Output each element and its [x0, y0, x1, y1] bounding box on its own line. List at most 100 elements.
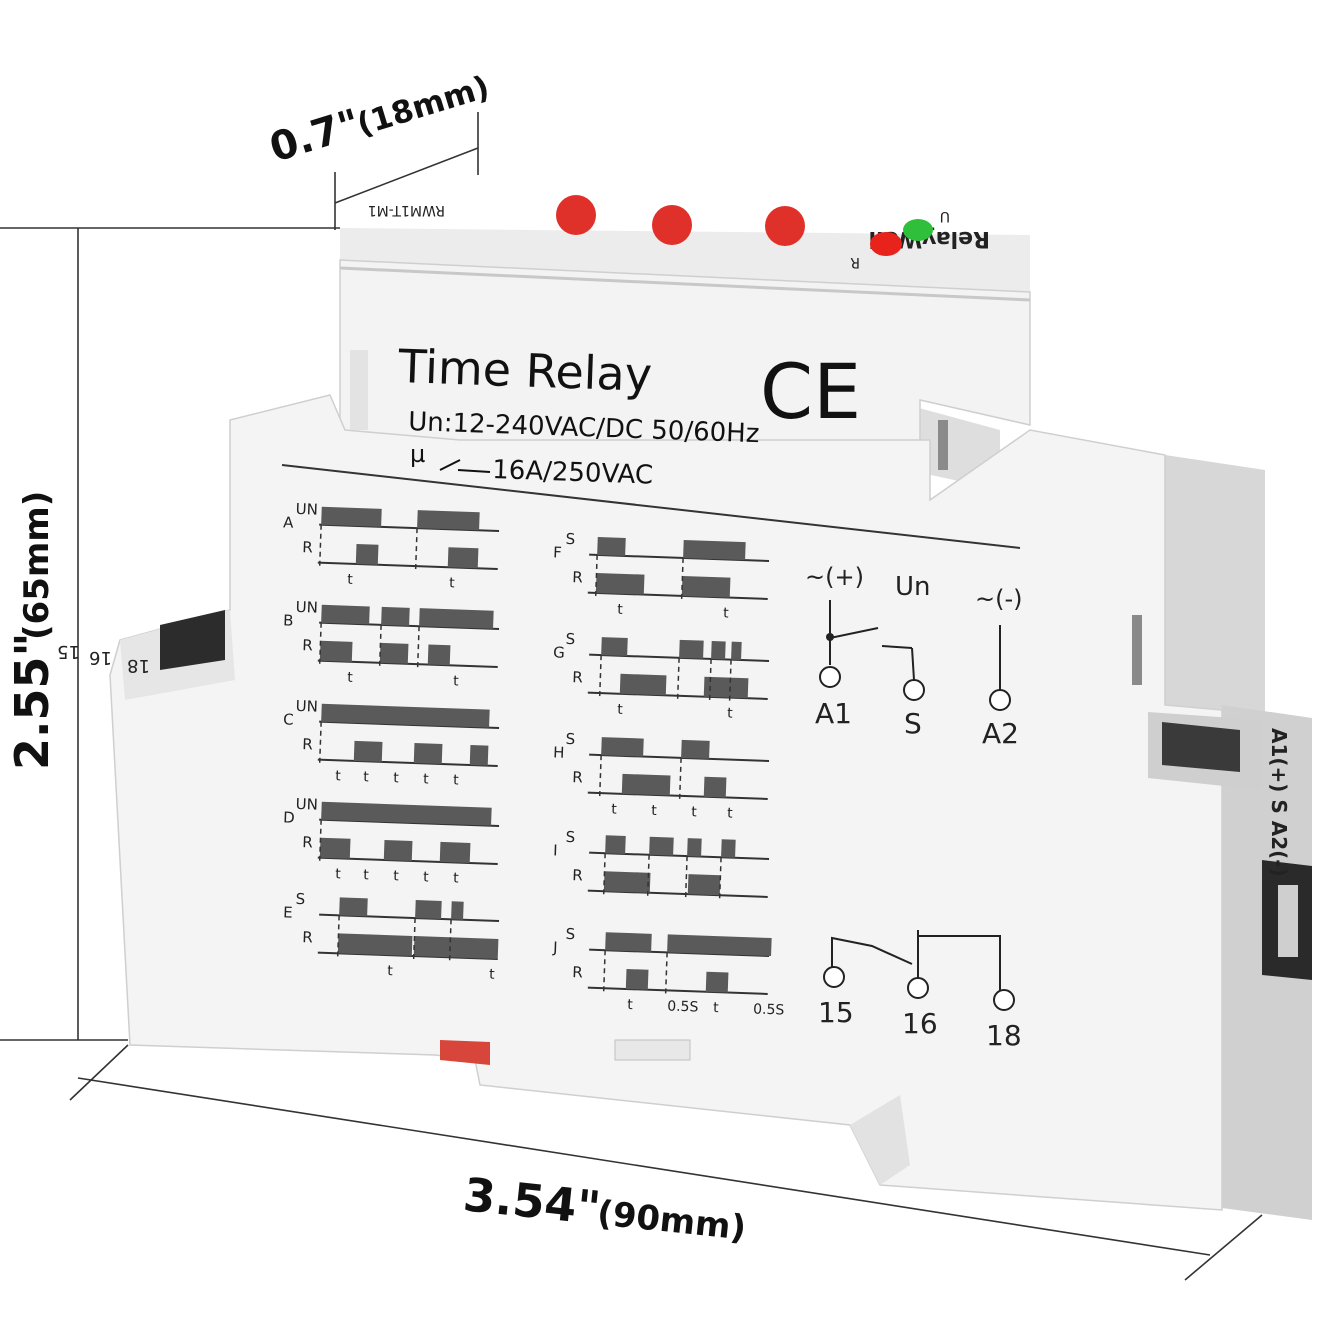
diagram-relay-pulse — [703, 676, 749, 699]
control-panel: RelayWell RWM1T-M1 U R — [368, 195, 990, 270]
terminal-15-label: 15 — [818, 996, 854, 1029]
diagram-code: H — [553, 743, 565, 761]
diagram-input-pulse — [667, 934, 772, 957]
diagram-dash — [598, 655, 602, 698]
diagram-time-label: t — [423, 869, 430, 885]
diagram-code: G — [553, 643, 565, 661]
bottom-clip — [614, 1039, 691, 1061]
led-label-u: U — [940, 208, 950, 224]
din-latch — [440, 1040, 490, 1065]
width-mm: (90mm) — [595, 1193, 748, 1248]
supply-label: Un — [895, 572, 931, 602]
input-wiring: ~(+) Un ~(-) A1 S A2 — [805, 563, 1023, 750]
width-inch: 3.54" — [461, 1167, 603, 1235]
diagram-relay-pulse — [337, 933, 413, 956]
diagram-relay-pulse — [469, 744, 489, 766]
device-title: Time Relay — [397, 339, 653, 402]
diagram-input-pulse — [605, 835, 626, 854]
diagram-relay-pulse — [427, 644, 451, 666]
diagram-code: J — [552, 938, 558, 956]
diagram-time-label: t — [363, 867, 370, 883]
contact-symbol — [439, 459, 491, 473]
diagram-dash — [412, 918, 416, 961]
diagram-time-label: t — [713, 1000, 720, 1016]
function-knob[interactable] — [765, 206, 805, 246]
diagram-row-label: R — [572, 963, 583, 981]
diagram-relay-pulse — [687, 874, 721, 896]
diagram-time-label: t — [335, 866, 342, 882]
terminal-16-label: 16 — [902, 1007, 938, 1040]
diagram-row-label: UN — [295, 795, 318, 814]
diagram-dash — [646, 854, 650, 897]
diagram-time-label: t — [363, 769, 370, 785]
diagram-code: F — [553, 543, 562, 561]
diagram-time-label: t — [347, 572, 354, 588]
diagram-time-label: t — [727, 806, 734, 822]
diagram-axis — [587, 591, 768, 600]
side-terminal-hole — [1162, 722, 1240, 772]
diagram-row-label: R — [302, 735, 313, 753]
diagram-input-pulse — [731, 641, 742, 660]
diagram-relay-pulse — [703, 776, 727, 798]
output-terminal-screw — [1278, 885, 1298, 957]
diagram-dash — [678, 757, 682, 800]
diagram-dash — [416, 626, 420, 669]
diagram-row-label: R — [302, 538, 313, 556]
terminal-15 — [823, 966, 845, 988]
diagram-dash — [664, 952, 668, 995]
model-number: RWM1T-M1 — [368, 202, 445, 218]
terminal-a2 — [989, 689, 1011, 711]
top-terminal-18: 18 — [127, 655, 150, 676]
diagram-row-label: R — [572, 568, 583, 586]
diagram-dash — [602, 853, 606, 896]
diagram-dash — [594, 554, 598, 597]
diagram-row-label: S — [565, 828, 575, 846]
diagram-time-label: t — [335, 768, 342, 784]
range-knob[interactable] — [556, 195, 596, 235]
diagram-time-label: t — [393, 868, 400, 884]
diagram-relay-pulse — [705, 971, 729, 993]
diagram-input-pulse — [597, 536, 626, 556]
diagram-row-label: R — [572, 866, 583, 884]
diagram-i: ISR — [553, 828, 770, 900]
time-knob[interactable] — [652, 205, 692, 245]
diagram-code: C — [283, 710, 294, 728]
width-dimension-label: 3.54" (90mm) — [461, 1167, 748, 1248]
diagram-dash — [718, 857, 722, 900]
label-divider — [281, 464, 1021, 549]
upper-side-face — [1165, 455, 1265, 718]
diagram-input-pulse — [649, 836, 674, 856]
diagram-relay-pulse — [619, 673, 667, 696]
diagram-axis — [587, 889, 768, 898]
diagram-relay-pulse — [625, 968, 649, 990]
diagram-relay-pulse — [413, 743, 443, 764]
height-inch: 2.55" — [5, 633, 59, 770]
terminal-s-label: S — [904, 707, 922, 740]
depth-inch: 0.7" — [264, 101, 365, 172]
diagram-relay-pulse — [319, 837, 351, 859]
din-hook — [850, 1095, 910, 1185]
diagram-row-label: S — [565, 730, 575, 748]
diagram-relay-pulse — [439, 841, 471, 863]
terminal-a1 — [819, 666, 841, 688]
diagram-axis — [587, 791, 768, 800]
diagram-dash — [336, 915, 340, 958]
diagram-input-pulse — [687, 838, 702, 857]
diagram-dash — [378, 624, 382, 667]
diagram-axis — [587, 986, 768, 995]
diagram-row-label: S — [565, 925, 575, 943]
diagram-input-pulse — [321, 703, 490, 728]
diagram-time-label: 0.5S — [667, 998, 699, 1015]
diagram-row-label: R — [572, 768, 583, 786]
height-dimension-label: 2.55" (65mm) — [5, 491, 59, 770]
output-wiring: 15 16 18 — [818, 930, 1022, 1052]
diagram-input-pulse — [605, 932, 652, 952]
diagram-dash — [598, 755, 602, 798]
front-slot-right — [1132, 615, 1142, 685]
diagram-relay-pulse — [595, 572, 645, 595]
diagram-row-label: R — [572, 668, 583, 686]
